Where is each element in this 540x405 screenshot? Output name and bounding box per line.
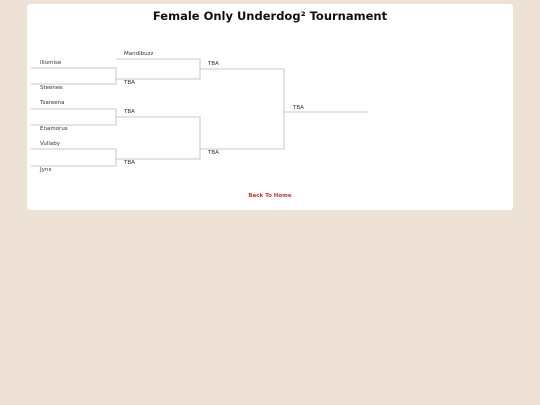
round3-slot-2: TBA (208, 150, 219, 156)
bracket-connector-r1-m2 (31, 108, 117, 126)
bracket-connector-r2-m2 (116, 116, 201, 160)
page-title: Female Only Underdog² Tournament (152, 9, 388, 23)
competitor-illumise: Illumise (40, 60, 62, 66)
content-card (27, 4, 513, 210)
competitor-vullaby: Vullaby (40, 141, 61, 147)
round2-slot-4: TBA (124, 160, 135, 166)
competitor-enamorus: Enamorus (40, 126, 68, 132)
bracket-connector-r2-m1 (116, 58, 201, 80)
round2-slot-3: TBA (124, 109, 135, 115)
bracket-connector-r1-m1 (31, 67, 117, 85)
competitor-steenee: Steenee (40, 85, 63, 91)
back-to-home-link[interactable]: Back To Home (248, 193, 292, 199)
round2-slot-2: TBA (124, 80, 135, 86)
competitor-jynx: Jynx (40, 167, 52, 173)
round3-slot-1: TBA (208, 61, 219, 67)
bracket-connector-r3 (200, 68, 285, 150)
competitor-tsareena: Tsareena (40, 100, 65, 106)
final-slot: TBA (293, 105, 304, 111)
competitor-mandibuzz: Mandibuzz (124, 51, 154, 57)
bracket-connector-r1-m3 (31, 148, 117, 167)
